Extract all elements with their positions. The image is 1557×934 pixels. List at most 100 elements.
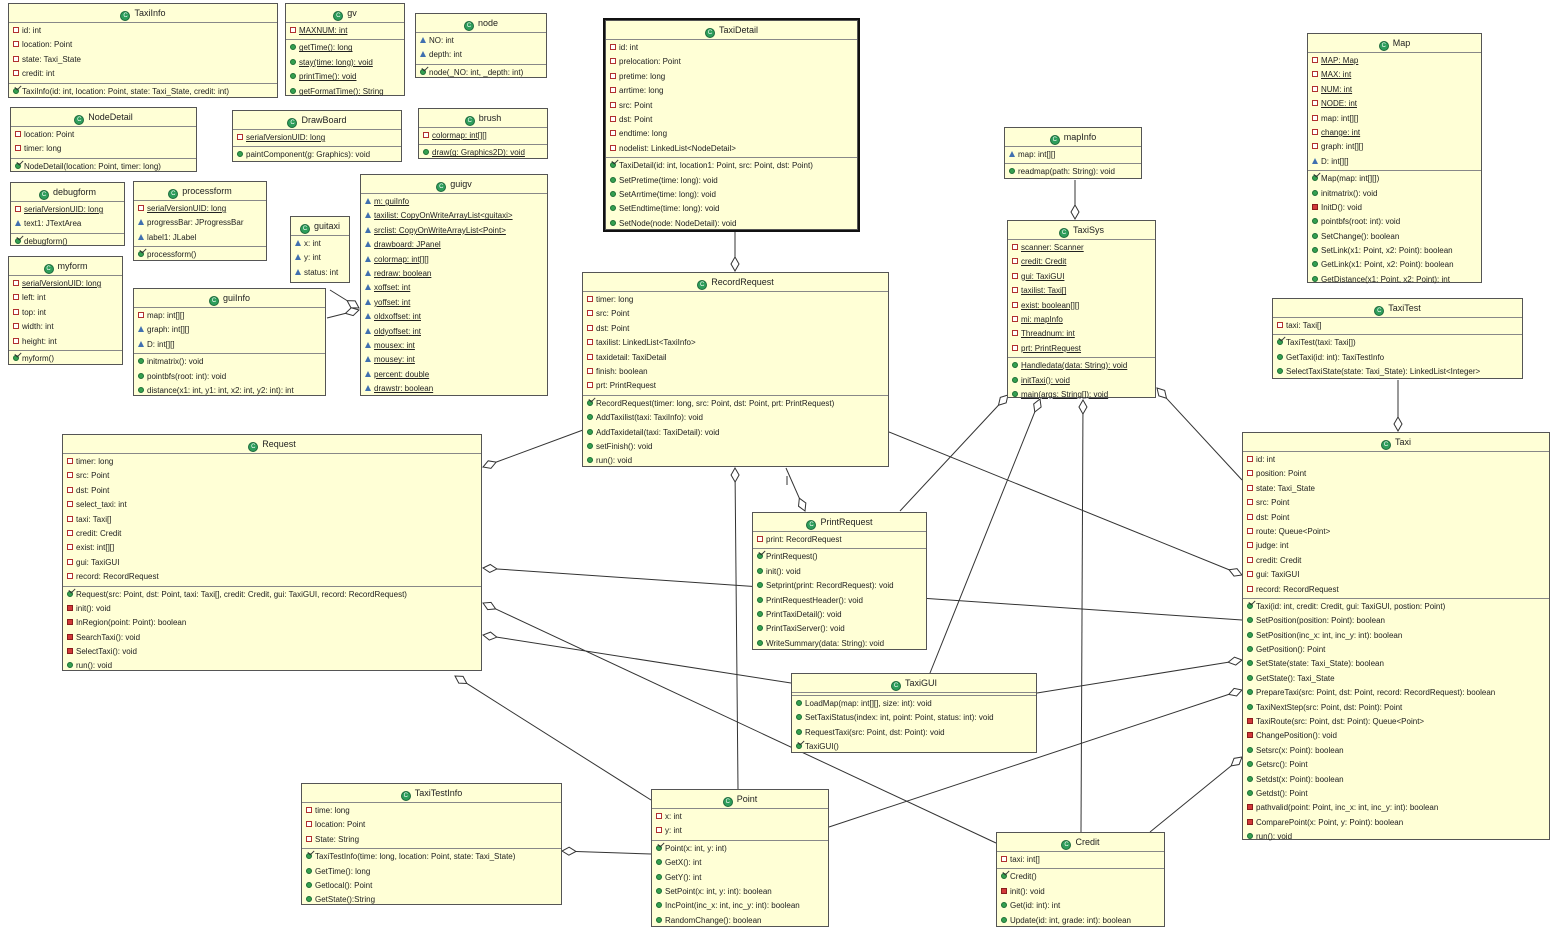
relation-taxigui-to-request[interactable] bbox=[482, 631, 792, 684]
member-row[interactable]: finish: boolean bbox=[583, 365, 888, 379]
member-row[interactable]: TaxiInfo(id: int, location: Point, state… bbox=[9, 85, 277, 99]
member-row[interactable]: TaxiDetail(id: int, location1: Point, sr… bbox=[606, 159, 857, 173]
relation-point-to-taxitestinfo[interactable] bbox=[560, 846, 652, 856]
member-row[interactable]: GetX(): int bbox=[652, 856, 828, 870]
member-row[interactable]: RandomChange(): boolean bbox=[652, 914, 828, 928]
relation-recordrequest-to-printrequest[interactable] bbox=[785, 467, 807, 512]
member-row[interactable]: prt: PrintRequest bbox=[583, 379, 888, 393]
member-row[interactable]: time: long bbox=[302, 804, 561, 818]
member-row[interactable]: GetState():String bbox=[302, 893, 561, 907]
member-row[interactable]: exist: int[][] bbox=[63, 541, 481, 555]
member-row[interactable]: map: int[][] bbox=[1005, 148, 1141, 162]
member-row[interactable]: judge: int bbox=[1243, 539, 1549, 553]
member-row[interactable]: SetPosition(position: Point): boolean bbox=[1243, 614, 1549, 628]
member-row[interactable]: initTaxi(): void bbox=[1008, 374, 1155, 388]
member-row[interactable]: IncPoint(inc_x: int, inc_y: int): boolea… bbox=[652, 899, 828, 913]
relation-point-to-recordrequest[interactable] bbox=[730, 466, 740, 790]
member-row[interactable]: SetArrtime(time: long): void bbox=[606, 188, 857, 202]
relation-credit-to-taxisys[interactable] bbox=[1078, 398, 1088, 833]
member-row[interactable]: PrintTaxiDetail(): void bbox=[753, 608, 926, 622]
member-row[interactable]: oldyoffset: int bbox=[361, 325, 547, 339]
member-row[interactable]: gui: TaxiGUI bbox=[1008, 270, 1155, 284]
member-row[interactable]: D: int[][] bbox=[1308, 155, 1481, 169]
member-row[interactable]: Request(src: Point, dst: Point, taxi: Ta… bbox=[63, 588, 481, 602]
member-row[interactable]: serialVersionUID: long bbox=[11, 203, 124, 217]
member-row[interactable]: credit: Credit bbox=[1008, 255, 1155, 269]
member-row[interactable]: GetTaxi(id: int): TaxiTestInfo bbox=[1273, 351, 1522, 365]
member-row[interactable]: taxi: Taxi[] bbox=[1273, 319, 1522, 333]
member-row[interactable]: credit: int bbox=[9, 67, 277, 81]
member-row[interactable]: route: Queue<Point> bbox=[1243, 525, 1549, 539]
relation-credit-to-taxi[interactable] bbox=[1149, 756, 1243, 833]
relation-recordrequest-to-taxi[interactable] bbox=[888, 431, 1243, 577]
member-row[interactable]: init(): void bbox=[997, 885, 1164, 899]
member-row[interactable]: timer: long bbox=[11, 142, 196, 156]
relation-taxidetail-to-recordrequest[interactable] bbox=[730, 231, 740, 273]
member-row[interactable]: ChangePosition(): void bbox=[1243, 729, 1549, 743]
member-row[interactable]: Update(id: int, grade: int): boolean bbox=[997, 914, 1164, 928]
member-row[interactable]: GetLink(x1: Point, x2: Point): boolean bbox=[1308, 258, 1481, 272]
member-row[interactable]: change: int bbox=[1308, 126, 1481, 140]
member-row[interactable]: NO: int bbox=[416, 34, 546, 48]
member-row[interactable]: top: int bbox=[9, 306, 122, 320]
member-row[interactable]: m: guiInfo bbox=[361, 195, 547, 209]
member-row[interactable]: PrintRequest() bbox=[753, 550, 926, 564]
member-row[interactable]: Setdst(x: Point): boolean bbox=[1243, 773, 1549, 787]
member-row[interactable]: NUM: int bbox=[1308, 83, 1481, 97]
member-row[interactable]: yoffset: int bbox=[361, 296, 547, 310]
member-row[interactable]: SetNode(node: NodeDetail): void bbox=[606, 217, 857, 231]
member-row[interactable]: Handledata(data: String): void bbox=[1008, 359, 1155, 373]
member-row[interactable]: credit: Credit bbox=[63, 527, 481, 541]
member-row[interactable]: TaxiTestInfo(time: long, location: Point… bbox=[302, 850, 561, 864]
member-row[interactable]: Get(id: int): int bbox=[997, 899, 1164, 913]
member-row[interactable]: location: Point bbox=[302, 818, 561, 832]
member-row[interactable]: dst: Point bbox=[1243, 511, 1549, 525]
member-row[interactable]: left: int bbox=[9, 291, 122, 305]
member-row[interactable]: id: int bbox=[9, 24, 277, 38]
member-row[interactable]: exist: boolean[][] bbox=[1008, 299, 1155, 313]
member-row[interactable]: Map(map: int[][]) bbox=[1308, 172, 1481, 186]
member-row[interactable]: pointbfs(root: int): void bbox=[1308, 215, 1481, 229]
member-row[interactable]: serialVersionUID: long bbox=[9, 277, 122, 291]
member-row[interactable]: GetY(): int bbox=[652, 871, 828, 885]
member-row[interactable]: draw(g: Graphics2D): void bbox=[419, 146, 547, 160]
relation-recordrequest-to-request[interactable] bbox=[482, 429, 584, 469]
member-row[interactable]: Setprint(print: RecordRequest): void bbox=[753, 579, 926, 593]
member-row[interactable]: record: RecordRequest bbox=[1243, 583, 1549, 597]
member-row[interactable]: RequestTaxi(src: Point, dst: Point): voi… bbox=[792, 726, 1036, 740]
member-row[interactable]: run(): void bbox=[63, 659, 481, 673]
member-row[interactable]: mousey: int bbox=[361, 353, 547, 367]
member-row[interactable]: drawstr: boolean bbox=[361, 382, 547, 396]
member-row[interactable]: timer: long bbox=[583, 293, 888, 307]
member-row[interactable]: credit: Credit bbox=[1243, 554, 1549, 568]
member-row[interactable]: y: int bbox=[291, 251, 349, 265]
member-row[interactable]: prt: PrintRequest bbox=[1008, 342, 1155, 356]
member-row[interactable]: xoffset: int bbox=[361, 281, 547, 295]
member-row[interactable]: TaxiRoute(src: Point, dst: Point): Queue… bbox=[1243, 715, 1549, 729]
member-row[interactable]: Threadnum: int bbox=[1008, 327, 1155, 341]
member-row[interactable]: print: RecordRequest bbox=[753, 533, 926, 547]
member-row[interactable]: MAX: int bbox=[1308, 68, 1481, 82]
member-row[interactable]: getFormatTime(): String bbox=[286, 85, 404, 99]
relation-taxitest-to-taxi[interactable] bbox=[1393, 380, 1403, 433]
member-row[interactable]: x: int bbox=[652, 810, 828, 824]
member-row[interactable]: SetLink(x1: Point, x2: Point): boolean bbox=[1308, 244, 1481, 258]
